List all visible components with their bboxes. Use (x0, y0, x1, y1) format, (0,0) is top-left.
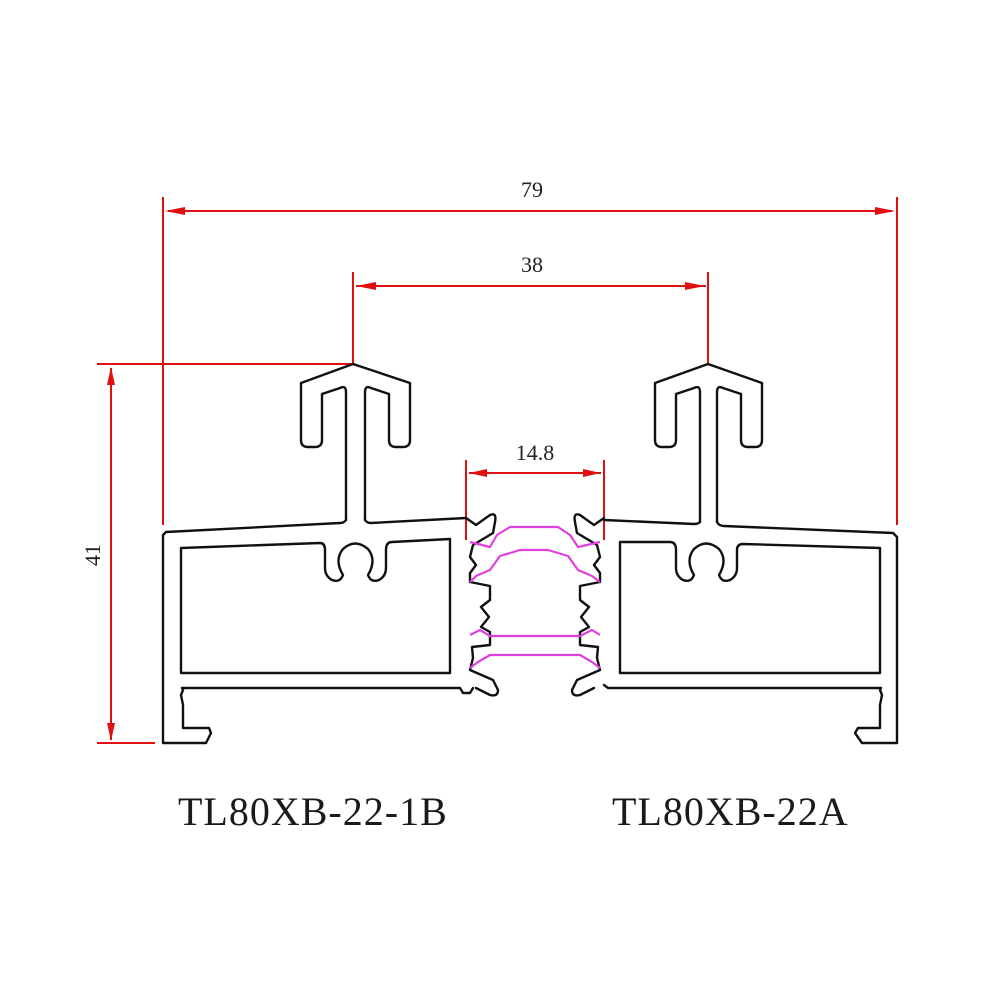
thermal-strip-top (469, 525, 601, 583)
dimension-overall-width: 79 (162, 177, 898, 525)
left-profile-label: TL80XB-22-1B (178, 789, 448, 834)
left-hook (299, 362, 412, 522)
dim-height-text: 41 (80, 544, 105, 566)
right-chamber (618, 540, 882, 675)
dim-thermal-break-text: 14.8 (516, 440, 555, 465)
thermal-break (464, 513, 606, 697)
left-profile (161, 362, 475, 745)
thermal-strip-bottom (469, 628, 601, 669)
right-profile (602, 362, 899, 745)
dimension-thermal-break: 14.8 (465, 440, 605, 540)
right-profile-label: TL80XB-22A (612, 789, 849, 834)
right-hook (653, 362, 764, 524)
dim-overall-width-text: 79 (521, 177, 543, 202)
right-outer-frame (602, 518, 899, 745)
left-outer-frame (161, 518, 475, 745)
left-chamber (179, 537, 452, 675)
dimension-hook-spacing: 38 (352, 252, 709, 365)
dimension-height: 41 (80, 363, 355, 744)
dim-hook-spacing-text: 38 (521, 252, 543, 277)
